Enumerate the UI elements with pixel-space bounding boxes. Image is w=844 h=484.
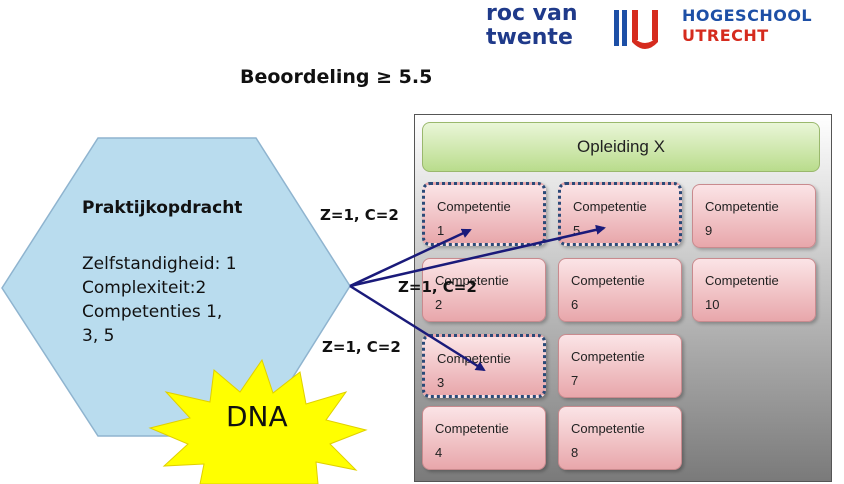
assignment-line: Complexiteit:2 xyxy=(82,278,207,298)
competence-label: Competentie xyxy=(437,199,511,214)
competence-label: Competentie xyxy=(571,349,645,364)
hs-logo-line1: HOGESCHOOL xyxy=(682,6,813,25)
competence-label: Competentie xyxy=(435,421,509,436)
competence-box-6[interactable]: Competentie 6 xyxy=(558,258,682,322)
competence-label: Competentie xyxy=(437,351,511,366)
competence-label: Competentie xyxy=(705,273,779,288)
dna-label: DNA xyxy=(226,400,288,433)
competence-label: Competentie xyxy=(571,421,645,436)
competence-box-1[interactable]: Competentie 1 xyxy=(422,182,546,246)
roc-logo-line1: roc van xyxy=(486,1,578,26)
assignment-text: Praktijkopdracht Zelfstandigheid: 1 Comp… xyxy=(82,198,242,348)
assignment-line: Competenties 1, xyxy=(82,302,223,322)
competence-label: Competentie xyxy=(573,199,647,214)
competence-number: 7 xyxy=(571,373,579,388)
competence-box-7[interactable]: Competentie 7 xyxy=(558,334,682,398)
hu-logo-mark xyxy=(614,10,658,49)
competence-box-10[interactable]: Competentie 10 xyxy=(692,258,816,322)
program-header: Opleiding X xyxy=(422,122,820,172)
competence-number: 4 xyxy=(435,445,443,460)
arrow-label-middle: Z=1, C=2 xyxy=(398,278,477,296)
program-title: Opleiding X xyxy=(577,137,665,156)
competence-number: 10 xyxy=(705,297,720,312)
competence-label: Competentie xyxy=(705,199,779,214)
arrow-label-lower: Z=1, C=2 xyxy=(322,338,401,356)
competence-number: 2 xyxy=(435,297,443,312)
assignment-line: 3, 5 xyxy=(82,326,115,346)
roc-van-twente-logo: roc van twente xyxy=(486,2,604,50)
arrow-label-upper: Z=1, C=2 xyxy=(320,206,399,224)
competence-box-8[interactable]: Competentie 8 xyxy=(558,406,682,470)
competence-number: 5 xyxy=(573,223,581,238)
competence-number: 8 xyxy=(571,445,579,460)
dna-starburst xyxy=(148,358,368,484)
competence-box-3[interactable]: Competentie 3 xyxy=(422,334,546,398)
roc-logo-line2: twente xyxy=(486,25,573,50)
competence-box-5[interactable]: Competentie 5 xyxy=(558,182,682,246)
competence-number: 6 xyxy=(571,297,579,312)
page-title: Beoordeling ≥ 5.5 xyxy=(240,66,433,88)
assignment-line: Zelfstandigheid: 1 xyxy=(82,254,237,274)
competence-label: Competentie xyxy=(571,273,645,288)
assignment-title: Praktijkopdracht xyxy=(82,198,243,218)
competence-number: 3 xyxy=(437,375,445,390)
competence-number: 1 xyxy=(437,223,445,238)
competence-box-4[interactable]: Competentie 4 xyxy=(422,406,546,470)
hs-logo-line2: UTRECHT xyxy=(682,26,769,45)
competence-number: 9 xyxy=(705,223,713,238)
competence-box-9[interactable]: Competentie 9 xyxy=(692,184,816,248)
hogeschool-utrecht-logo: HOGESCHOOL UTRECHT xyxy=(682,6,812,46)
